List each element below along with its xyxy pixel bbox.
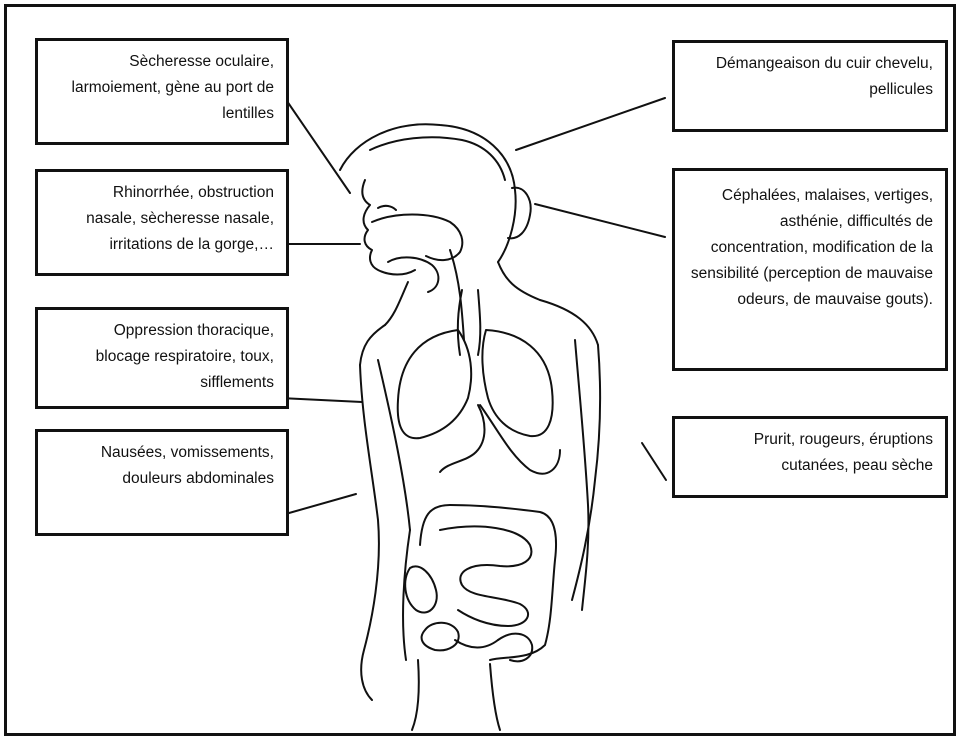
eyes-line-2: larmoiement, gène au port de xyxy=(50,75,274,101)
symptom-box-abdomen: Nausées, vomissements, douleurs abdomina… xyxy=(35,429,289,536)
eyes-line-3: lentilles xyxy=(50,101,274,127)
symptom-box-nose: Rhinorrhée, obstruction nasale, sècheres… xyxy=(35,169,289,276)
small-intestine xyxy=(440,526,531,626)
eye-mark xyxy=(378,206,396,210)
head-line-4: sensibilité (perception de mauvaise xyxy=(687,261,933,287)
lung-right xyxy=(482,330,552,436)
shoulder-right xyxy=(540,300,598,345)
symptom-box-eyes: Sècheresse oculaire, larmoiement, gène a… xyxy=(35,38,289,145)
trachea xyxy=(458,290,480,355)
chest-line-3: sifflements xyxy=(50,370,274,396)
hair-outline xyxy=(340,124,516,262)
tube xyxy=(455,640,498,648)
neck-back xyxy=(498,262,540,300)
stomach xyxy=(440,405,485,472)
head-line-5: odeurs, de mauvaise gouts). xyxy=(687,287,933,313)
scalp-line-1: Démangeaison du cuir chevelu, xyxy=(687,51,933,77)
head-line-2: asthénie, difficultés de xyxy=(687,209,933,235)
connector-chest xyxy=(280,398,362,402)
symptom-box-scalp: Démangeaison du cuir chevelu, pellicules xyxy=(672,40,948,132)
eyes-line-1: Sècheresse oculaire, xyxy=(50,49,274,75)
torso-right xyxy=(575,340,588,610)
arm-left xyxy=(360,365,379,700)
neck-front xyxy=(385,282,408,325)
torso-left xyxy=(378,360,410,530)
connector-head xyxy=(535,204,665,237)
abdomen-line-2: douleurs abdominales xyxy=(50,466,274,492)
kidney xyxy=(405,566,437,612)
lung-left xyxy=(398,330,471,438)
large-intestine xyxy=(420,505,556,660)
head-line-1: Céphalées, malaises, vertiges, xyxy=(687,183,933,209)
connector-abdomen xyxy=(282,494,356,515)
hair-strand xyxy=(370,137,505,180)
nose-line-2: nasale, sècheresse nasale, xyxy=(50,206,274,232)
leg-right xyxy=(490,664,500,730)
scalp-line-2: pellicules xyxy=(687,77,933,103)
bladder xyxy=(422,623,459,651)
nasal-cavity xyxy=(372,215,462,261)
chest-line-2: blocage respiratoire, toux, xyxy=(50,344,274,370)
shoulder-left xyxy=(360,325,385,365)
connector-scalp xyxy=(516,98,665,150)
symptom-box-skin: Prurit, rougeurs, éruptions cutanées, pe… xyxy=(672,416,948,498)
skin-line-2: cutanées, peau sèche xyxy=(687,453,933,479)
liver xyxy=(480,405,560,474)
nose-line-3: irritations de la gorge,… xyxy=(50,232,274,258)
head-line-3: concentration, modification de la xyxy=(687,235,933,261)
chest-line-1: Oppression thoracique, xyxy=(50,318,274,344)
leg-left xyxy=(412,660,419,730)
connector-skin xyxy=(642,443,666,480)
skin-line-1: Prurit, rougeurs, éruptions xyxy=(687,427,933,453)
nose-line-1: Rhinorrhée, obstruction xyxy=(50,180,274,206)
symptom-box-chest: Oppression thoracique, blocage respirato… xyxy=(35,307,289,409)
symptom-box-head: Céphalées, malaises, vertiges, asthénie,… xyxy=(672,168,948,371)
abdomen-line-1: Nausées, vomissements, xyxy=(50,440,274,466)
face-profile xyxy=(362,180,415,275)
